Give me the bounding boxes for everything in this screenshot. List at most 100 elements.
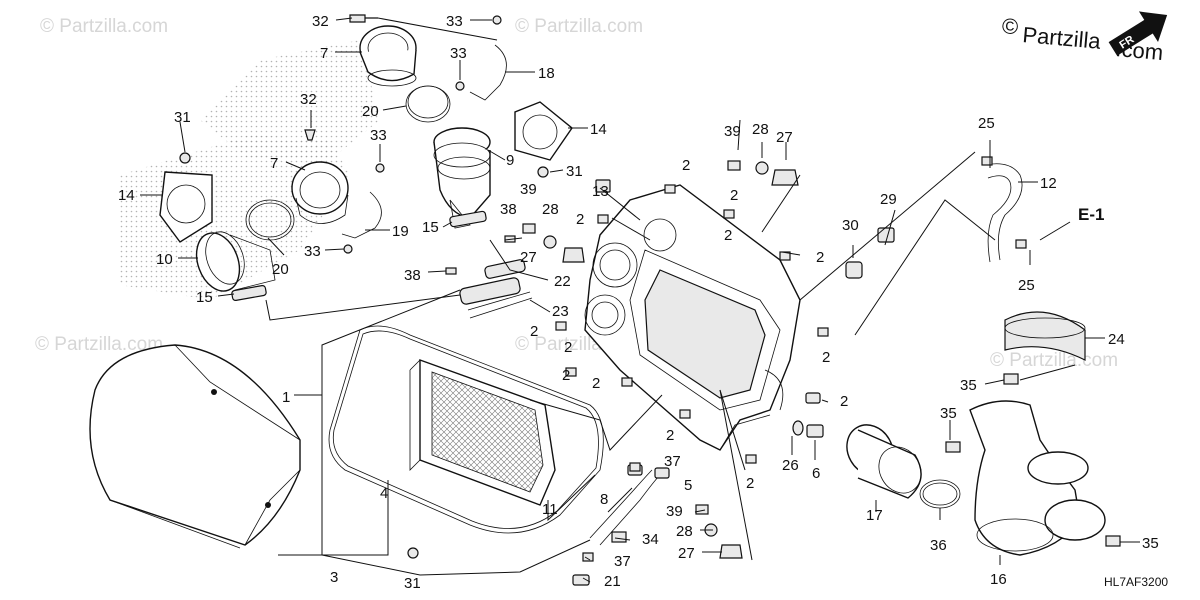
callout-number: 20 xyxy=(272,261,289,278)
callout-number: 5 xyxy=(684,477,692,494)
drain-tube xyxy=(589,469,653,539)
callout-number: 31 xyxy=(404,575,421,592)
air-intake-duct xyxy=(969,400,1106,556)
breather-hose xyxy=(987,175,1012,263)
callout-number: 2 xyxy=(746,475,754,492)
callout-numbers: 32 33 7 33 18 32 20 14 31 33 9 31 7 14 1… xyxy=(118,13,1168,592)
watermark-text: © Partzilla.com xyxy=(40,16,168,37)
callout-number: 25 xyxy=(978,115,995,132)
hardware xyxy=(179,14,1121,562)
callout-number: 19 xyxy=(392,223,409,240)
callout-number: 2 xyxy=(666,427,674,444)
clip xyxy=(654,467,670,479)
callout-number: 2 xyxy=(682,157,690,174)
breather-hose xyxy=(984,163,1023,261)
callout-number: 30 xyxy=(842,217,859,234)
callout-number: 9 xyxy=(506,152,514,169)
rubber-seal xyxy=(459,259,533,319)
callout-number: 15 xyxy=(422,219,439,236)
callout-number: 2 xyxy=(822,349,830,366)
callout-number: 2 xyxy=(530,323,538,340)
callout-number: 17 xyxy=(866,507,883,524)
brand-logo: © Partzilla .com FR xyxy=(1002,11,1168,65)
band-clamp xyxy=(407,85,449,119)
callout-number: 7 xyxy=(270,155,278,172)
callout-number: 6 xyxy=(812,465,820,482)
callout-number: 36 xyxy=(930,537,947,554)
callout-number: 34 xyxy=(642,531,659,548)
callout-number: 27 xyxy=(776,129,793,146)
watermark-text: © Partzilla.com xyxy=(35,334,163,355)
air-cleaner-cover xyxy=(89,344,301,549)
callout-number: 32 xyxy=(300,91,317,108)
connecting-tube xyxy=(195,231,276,292)
duct-band xyxy=(1004,311,1086,361)
callout-number: 38 xyxy=(500,201,517,218)
callout-number: 2 xyxy=(840,393,848,410)
air-cleaner-case xyxy=(584,184,801,451)
callout-number: 31 xyxy=(566,163,583,180)
callout-number: 2 xyxy=(730,187,738,204)
callout-number: 33 xyxy=(304,243,321,260)
callout-number: 24 xyxy=(1108,331,1125,348)
callout-number: 29 xyxy=(880,191,897,208)
callout-number: 15 xyxy=(196,289,213,306)
band-clamp xyxy=(919,479,961,509)
callout-number: 2 xyxy=(564,339,572,356)
callout-number: 21 xyxy=(604,573,621,590)
callout-number: 31 xyxy=(174,109,191,126)
rubber-tube xyxy=(291,161,349,224)
callout-number: 23 xyxy=(552,303,569,320)
callout-number: 33 xyxy=(370,127,387,144)
callout-number: 7 xyxy=(320,45,328,62)
callout-number: 26 xyxy=(782,457,799,474)
watermark-text: © Partzilla.com xyxy=(515,16,643,37)
air-filter-element xyxy=(409,359,556,506)
connecting-tube xyxy=(433,127,491,229)
callout-number: 27 xyxy=(678,545,695,562)
callout-number: 33 xyxy=(450,45,467,62)
callout-number: 39 xyxy=(666,503,683,520)
band-clamp xyxy=(922,482,958,506)
callout-number: 2 xyxy=(816,249,824,266)
callout-number: 28 xyxy=(752,121,769,138)
callout-number: 18 xyxy=(538,65,555,82)
callout-number: 2 xyxy=(592,375,600,392)
callout-number: 13 xyxy=(592,183,609,200)
callout-number: 28 xyxy=(542,201,559,218)
callout-number: 35 xyxy=(940,405,957,422)
callout-number: 22 xyxy=(554,273,571,290)
shading-area xyxy=(200,40,380,160)
callout-number: 4 xyxy=(380,485,388,502)
callout-number: 28 xyxy=(676,523,693,540)
holder xyxy=(231,284,267,302)
callout-number: 11 xyxy=(542,501,558,518)
callout-number: 35 xyxy=(960,377,977,394)
callout-number: 2 xyxy=(576,211,584,228)
leader-lines xyxy=(140,17,1140,583)
stay-bracket xyxy=(469,44,507,101)
stay-bracket xyxy=(341,191,382,239)
callout-number: 27 xyxy=(520,249,537,266)
callout-number: 32 xyxy=(312,13,329,30)
callout-number: 2 xyxy=(562,367,570,384)
holder xyxy=(449,210,487,228)
callout-number: 37 xyxy=(614,553,631,570)
brand-name: Partzilla xyxy=(1022,22,1103,54)
callout-number: 14 xyxy=(590,121,607,138)
callout-number: 12 xyxy=(1040,175,1057,192)
callout-number: 16 xyxy=(990,571,1007,588)
band-clamp xyxy=(248,202,292,238)
watermark-text: © Partzilla.com xyxy=(990,350,1118,371)
callout-number: 1 xyxy=(282,389,290,406)
callout-number: 8 xyxy=(600,491,608,508)
joint-plate xyxy=(514,101,573,161)
callout-number: 25 xyxy=(1018,277,1035,294)
callout-number: 3 xyxy=(330,569,338,586)
callout-number: 38 xyxy=(404,267,421,284)
callout-number: 35 xyxy=(1142,535,1159,552)
watermarks: © Partzilla.com © Partzilla.com © Partzi… xyxy=(35,16,1118,371)
callout-number: 37 xyxy=(664,453,681,470)
callout-number: 33 xyxy=(446,13,463,30)
callout-number: 14 xyxy=(118,187,135,204)
